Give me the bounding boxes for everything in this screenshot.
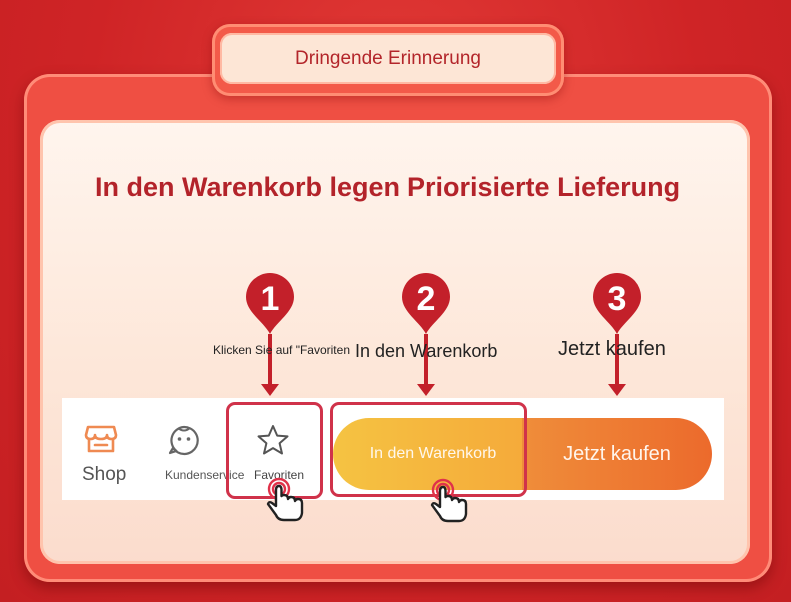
step-1-marker: 1	[242, 272, 298, 336]
add-to-cart-button[interactable]: In den Warenkorb	[333, 418, 533, 490]
chat-face-icon[interactable]	[167, 424, 201, 461]
step-3-arrow-head	[608, 384, 626, 396]
step-1-number: 1	[261, 280, 280, 318]
step-1-arrow-head	[261, 384, 279, 396]
step-3-marker: 3	[589, 272, 645, 336]
buy-now-button[interactable]: Jetzt kaufen	[522, 418, 712, 490]
step-2-arrow-shaft	[424, 334, 428, 386]
step-2-arrow-head	[417, 384, 435, 396]
step-1-arrow-shaft	[268, 334, 272, 386]
favorites-label[interactable]: Favoriten	[254, 468, 305, 482]
step-2-marker: 2	[398, 272, 454, 336]
step-3-number: 3	[608, 280, 627, 318]
headline-add-to-cart: In den Warenkorb legen	[95, 172, 401, 202]
cart-highlight	[330, 402, 527, 497]
shop-label[interactable]: Shop	[82, 464, 127, 485]
header-tab: Dringende Erinnerung	[212, 24, 564, 96]
shop-icon[interactable]	[84, 424, 118, 459]
step-3-label: Jetzt kaufen	[558, 338, 666, 360]
step-2-number: 2	[417, 280, 436, 318]
pointer-hand-icon	[264, 476, 310, 529]
pointer-hand-icon	[428, 477, 474, 530]
step-1-label: Klicken Sie auf "Favoriten	[213, 343, 350, 357]
step-3-arrow-shaft	[615, 334, 619, 386]
service-label[interactable]: Kundenservice	[165, 468, 245, 482]
step-2-label: In den Warenkorb	[355, 341, 498, 361]
header-title: Dringende Erinnerung	[220, 33, 556, 84]
headline-priority-delivery: Priorisierte Lieferung	[407, 172, 681, 202]
star-icon[interactable]	[256, 424, 290, 461]
